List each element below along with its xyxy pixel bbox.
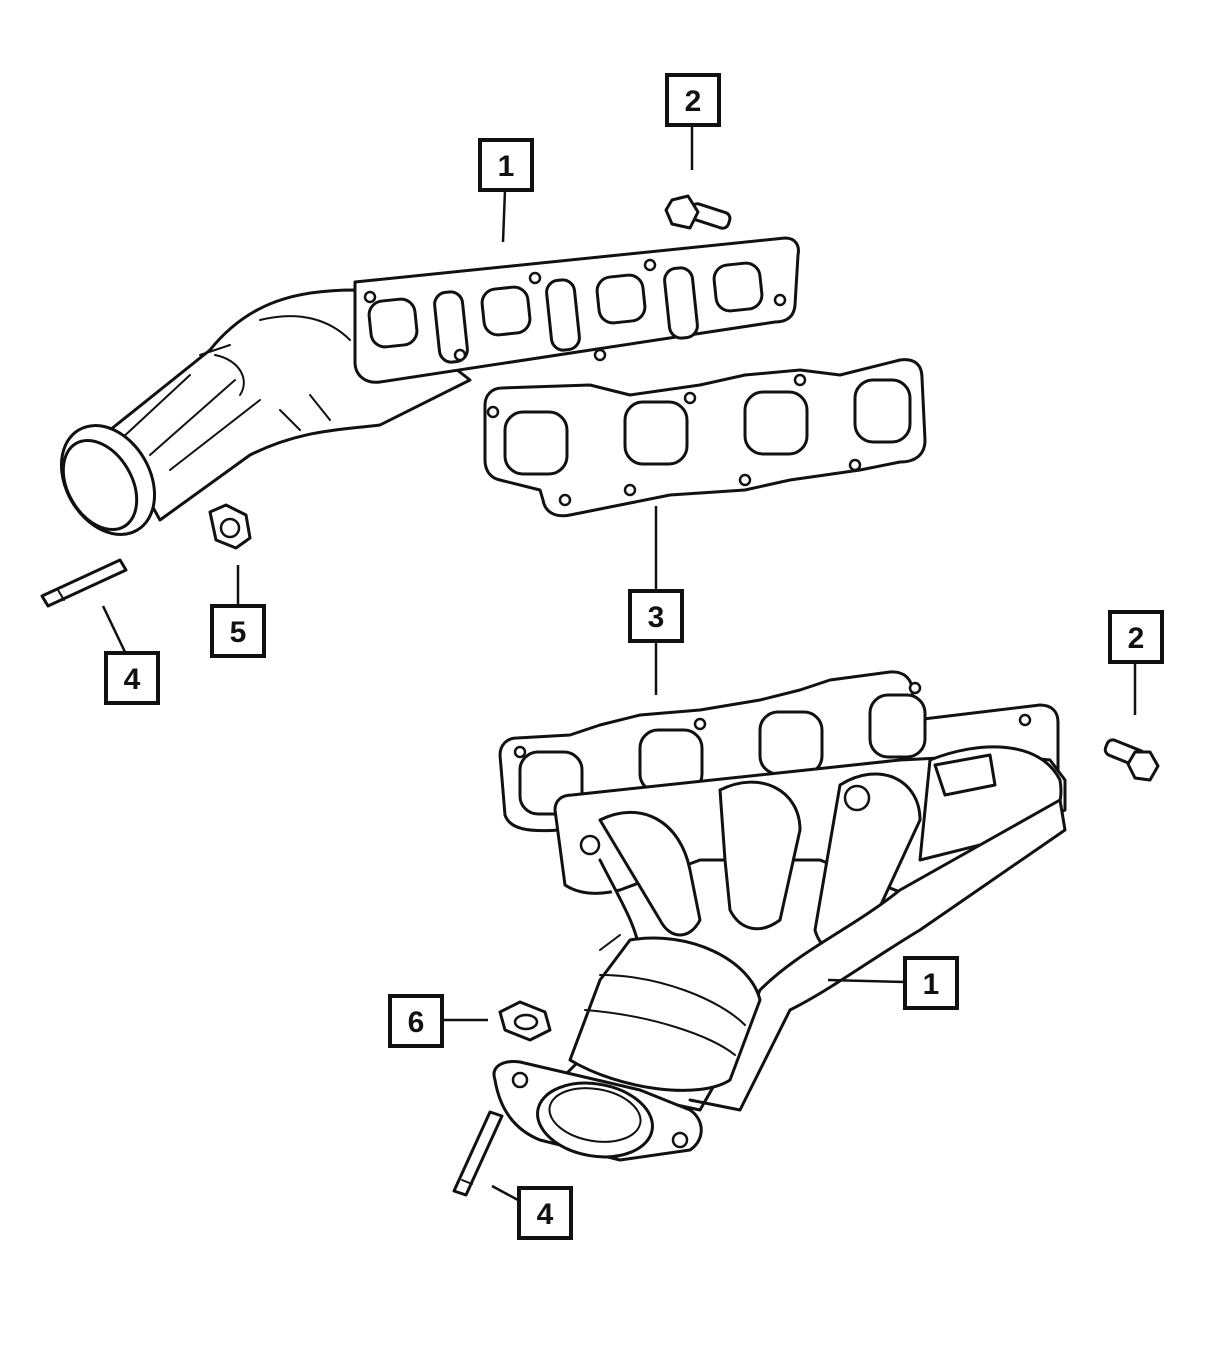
left-stud [40,558,128,608]
upper-gasket [483,358,927,518]
callout-4-bottom: 4 [517,1186,573,1240]
svg-text:4: 4 [537,1198,554,1231]
svg-text:1: 1 [498,150,515,183]
right-bolt [1103,738,1160,782]
callout-4-left: 4 [104,651,160,705]
upper-exhaust-manifold [59,236,800,536]
upper-bolt [664,194,732,230]
nut-6 [498,1000,552,1042]
callout-5: 5 [210,604,266,658]
svg-text:4: 4 [124,663,141,696]
lower-exhaust-manifold [492,745,1067,1162]
svg-text:2: 2 [685,85,702,118]
callout-1-top: 1 [478,138,534,192]
nut-5 [208,503,252,550]
callout-1-bottom: 1 [903,956,959,1010]
svg-text:3: 3 [648,601,665,634]
callout-2-right: 2 [1108,610,1164,664]
svg-text:1: 1 [923,968,940,1001]
leader-lines [101,125,1137,1202]
bottom-stud [452,1110,504,1197]
svg-text:6: 6 [408,1006,425,1039]
callout-2-top: 2 [665,73,721,127]
svg-text:2: 2 [1128,622,1145,655]
callout-6: 6 [388,994,444,1048]
svg-text:5: 5 [230,616,247,649]
callout-3: 3 [628,589,684,643]
